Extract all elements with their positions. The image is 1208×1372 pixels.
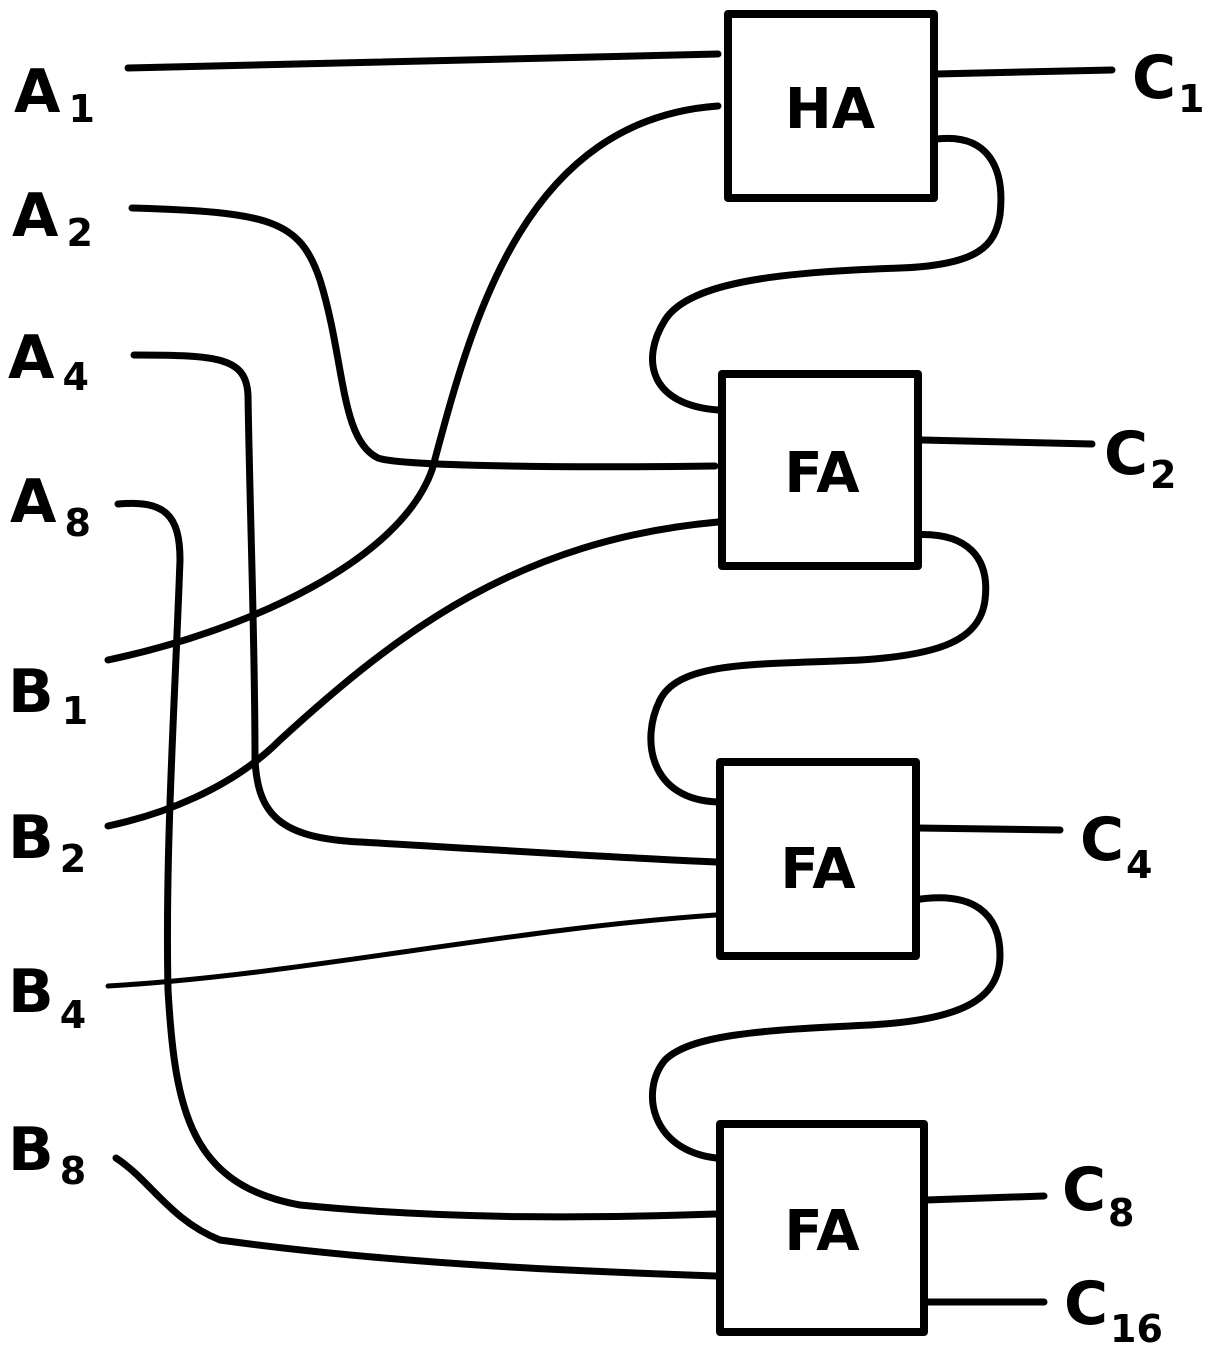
- output-label-c16: C16: [1064, 1269, 1163, 1351]
- output-labels: C1 C2 C4 C8 C16: [1062, 43, 1205, 1351]
- wire-c1: [932, 66, 1116, 78]
- wire-a2-fa1: [128, 204, 719, 471]
- adder-box: [724, 10, 938, 202]
- wire-a8-fa3: [114, 499, 720, 1221]
- adder-fa-3: FA: [716, 1120, 928, 1336]
- adder-label: FA: [784, 1199, 860, 1264]
- wire-c2: [918, 436, 1096, 448]
- wire-c4: [914, 824, 1064, 834]
- adder-label: HA: [785, 77, 876, 142]
- carry-fa1-fa2: [647, 530, 990, 806]
- adder-box: [716, 1120, 928, 1336]
- wire-a1-ha: [124, 50, 722, 72]
- wire-b8-fa3: [112, 1154, 720, 1280]
- adder-fa-1: FA: [718, 370, 922, 570]
- wire-b1-ha: [104, 102, 722, 664]
- adder-box: [718, 370, 922, 570]
- adder-ha: HA: [724, 10, 938, 202]
- adder-label: FA: [780, 837, 856, 902]
- wire-a4-fa2: [130, 351, 720, 866]
- adder-fa-2: FA: [716, 758, 920, 960]
- carry-ha-fa1: [649, 135, 1005, 414]
- wire-c8: [922, 1192, 1048, 1204]
- wire-b2-fa1: [104, 518, 722, 830]
- wire-b4-fa2: [105, 912, 719, 989]
- wires: [104, 50, 1116, 1306]
- adder-label: FA: [784, 441, 860, 506]
- output-label-c4: C4: [1080, 805, 1153, 887]
- output-label-c1: C1: [1132, 43, 1205, 121]
- carry-fa2-fa3: [648, 894, 1004, 1162]
- adder-box: [716, 758, 920, 960]
- output-label-c2: C2: [1104, 419, 1177, 497]
- output-label-c8: C8: [1062, 1155, 1135, 1235]
